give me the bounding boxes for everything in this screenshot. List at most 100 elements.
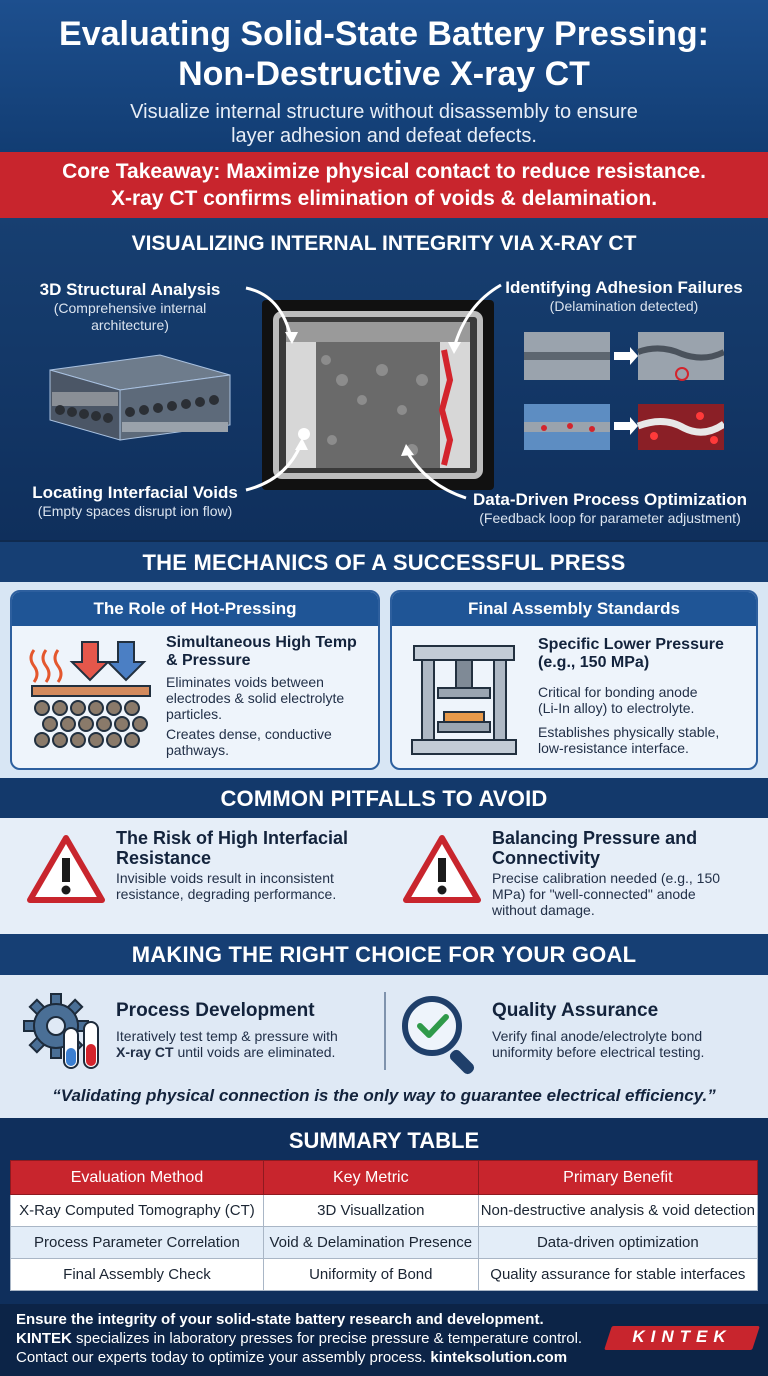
kintek-logo: KINTEK xyxy=(632,1327,732,1346)
title-line-2: Non-Destructive X-ray CT xyxy=(178,55,590,93)
table-cell: Process Parameter Correlation xyxy=(10,1226,264,1259)
battery-cube-icon xyxy=(49,354,231,441)
goal-text: until voids are eliminated. xyxy=(173,1044,336,1060)
label-sub: (Delamination detected) xyxy=(549,298,699,314)
footer-text: Ensure the integrity of your solid-state… xyxy=(16,1310,606,1367)
header-banner xyxy=(0,0,768,152)
card-heading: (e.g., 150 MPa) xyxy=(538,654,650,671)
pitfall-title: The Risk of High Interfacial xyxy=(116,828,349,848)
label-sub: (Comprehensive internal xyxy=(53,300,207,316)
table-cell: X-Ray Computed Tomography (CT) xyxy=(10,1194,264,1227)
goal-process-development: Process Development Iteratively test tem… xyxy=(116,1000,378,1060)
core-takeaway-banner: Core Takeaway: Maximize physical contact… xyxy=(0,152,768,218)
card-title: Final Assembly Standards xyxy=(392,592,756,626)
goal-title: Quality Assurance xyxy=(492,1000,659,1021)
pitfall-text: Precise calibration needed (e.g., 150 xyxy=(492,870,721,886)
title-line-1: Evaluating Solid-State Battery Pressing: xyxy=(59,15,709,53)
takeaway-line-1: Core Takeaway: Maximize physical contact… xyxy=(62,160,706,183)
delamination-diagram xyxy=(524,332,724,450)
table-cell: Void & Delamination Presence xyxy=(262,1226,479,1259)
card-title: The Role of Hot-Pressing xyxy=(12,592,378,626)
section5-heading: SUMMARY TABLE xyxy=(288,1128,480,1153)
table-cell: Uniformity of Bond xyxy=(262,1258,479,1291)
goal-text: Verify final anode/electrolyte bond xyxy=(492,1028,703,1044)
section4-heading: MAKING THE RIGHT CHOICE FOR YOUR GOAL xyxy=(0,934,768,976)
table-cell: 3D Visuallzation xyxy=(262,1194,479,1227)
magnifier-check-icon xyxy=(402,996,475,1075)
pitfall-title: Resistance xyxy=(116,848,212,868)
card-text: particles. xyxy=(166,706,223,722)
table-cell: Final Assembly Check xyxy=(10,1258,264,1291)
label-title: 3D Structural Analysis xyxy=(39,280,221,299)
label-title: Identifying Adhesion Failures xyxy=(505,278,743,297)
table-header-row: Evaluation Method Key Metric Primary Ben… xyxy=(10,1160,759,1195)
pitfall-balancing-pressure: Balancing Pressure and Connectivity Prec… xyxy=(492,828,760,918)
card-text: low-resistance interface. xyxy=(538,740,689,756)
subtitle-line-1: Visualize internal structure without dis… xyxy=(130,101,638,123)
footer-line-1: Ensure the integrity of your solid-state… xyxy=(16,1311,544,1328)
table-cell: Data-driven optimization xyxy=(477,1226,759,1259)
pitfall-text: resistance, degrading performance. xyxy=(116,886,337,902)
card-text: pathways. xyxy=(166,742,230,758)
gear-icon xyxy=(23,993,99,1069)
takeaway-line-2: X-ray CT confirms elimination of voids &… xyxy=(110,187,658,210)
section-pitfalls xyxy=(0,818,768,934)
label-process-optimization: Data-Driven Process Optimization (Feedba… xyxy=(454,490,766,527)
goal-text-bold: X-ray CT xyxy=(116,1044,174,1060)
label-adhesion-failures: Identifying Adhesion Failures (Delaminat… xyxy=(490,278,758,315)
label-3d-analysis: 3D Structural Analysis (Comprehensive in… xyxy=(20,280,240,334)
label-title: Data-Driven Process Optimization xyxy=(473,490,747,509)
pitfall-high-resistance: The Risk of High Interfacial Resistance … xyxy=(116,828,376,902)
hot-pressing-text: Simultaneous High Temp & Pressure Elimin… xyxy=(166,634,376,758)
card-text: Creates dense, conductive xyxy=(166,726,332,742)
column-header: Evaluation Method xyxy=(10,1160,264,1195)
page-subtitle: Visualize internal structure without dis… xyxy=(60,100,708,148)
goal-text: Iteratively test temp & pressure with xyxy=(116,1028,338,1044)
divider xyxy=(384,992,386,1070)
card-final-assembly: Final Assembly Standards xyxy=(390,590,758,770)
pointer-arrows xyxy=(245,283,502,500)
down-arrow-icon xyxy=(69,641,111,682)
card-heading: Simultaneous High Temp xyxy=(166,634,357,651)
section2-heading: THE MECHANICS OF A SUCCESSFUL PRESS xyxy=(0,542,768,584)
footer-website-link[interactable]: kinteksolution.com xyxy=(430,1349,568,1366)
goal-title: Process Development xyxy=(116,1000,315,1021)
label-interfacial-voids: Locating Interfacial Voids (Empty spaces… xyxy=(10,483,260,520)
pitfall-title: Connectivity xyxy=(492,848,601,868)
table-row: Process Parameter Correlation Void & Del… xyxy=(10,1226,759,1259)
pitfall-text: MPa) for "well-connected" anode xyxy=(492,886,696,902)
table-cell: Quality assurance for stable interfaces xyxy=(477,1258,759,1291)
summary-table: Evaluation Method Key Metric Primary Ben… xyxy=(10,1160,759,1291)
page-title: Evaluating Solid-State Battery Pressing:… xyxy=(0,14,768,94)
footer-line-2: specializes in laboratory presses for pr… xyxy=(71,1330,583,1347)
card-text: Establishes physically stable, xyxy=(538,724,720,740)
goal-quality-assurance: Quality Assurance Verify final anode/ele… xyxy=(492,1000,758,1060)
label-title: Locating Interfacial Voids xyxy=(32,483,238,502)
footer-brand: KINTEK xyxy=(16,1330,72,1347)
pitfall-text: without damage. xyxy=(492,902,595,918)
subtitle-line-2: layer adhesion and defeat defects. xyxy=(231,125,537,147)
warning-triangle-icon xyxy=(27,835,105,903)
goal-text: uniformity before electrical testing. xyxy=(492,1044,705,1060)
card-heading: Specific Lower Pressure xyxy=(538,636,724,653)
section1-heading: VISUALIZING INTERNAL INTEGRITY VIA X-RAY… xyxy=(131,232,637,255)
quote: “Validating physical connection is the o… xyxy=(52,1086,716,1105)
pitfall-title: Balancing Pressure and xyxy=(492,828,698,848)
label-sub: (Feedback loop for parameter adjustment) xyxy=(479,510,741,526)
table-row: Final Assembly Check Uniformity of Bond … xyxy=(10,1258,759,1291)
column-header: Key Metric xyxy=(262,1160,479,1195)
test-tube-icon xyxy=(63,1021,99,1069)
card-text: electrodes & solid electrolyte xyxy=(166,690,345,706)
press-machine-icon xyxy=(411,645,517,755)
warning-triangle-icon xyxy=(403,835,481,903)
card-text: Critical for bonding anode xyxy=(538,684,698,700)
final-assembly-text: Specific Lower Pressure (e.g., 150 MPa) … xyxy=(538,636,752,756)
footer-line-3: Contact our experts today to optimize yo… xyxy=(16,1349,431,1366)
table-cell: Non-destructive analysis & void detectio… xyxy=(477,1194,759,1227)
heat-waves-icon xyxy=(29,641,151,748)
section3-heading: COMMON PITFALLS TO AVOID xyxy=(0,778,768,820)
card-text: (Li-In alloy) to electrolyte. xyxy=(538,700,695,716)
card-heading: & Pressure xyxy=(166,652,251,669)
label-sub: (Empty spaces disrupt ion flow) xyxy=(37,503,233,519)
label-sub: architecture) xyxy=(91,317,169,333)
